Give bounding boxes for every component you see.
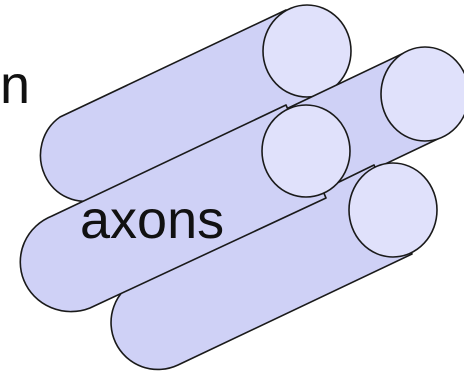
axon-cylinder-bottom (110, 162, 438, 371)
axon-cylinder-body (19, 104, 327, 313)
axon-cylinder-back-top (39, 4, 352, 202)
axons-label: axons (80, 190, 224, 250)
axon-cylinder-end (262, 4, 352, 98)
partial-label: n (0, 55, 30, 115)
axon-cylinder-end (348, 162, 438, 258)
axon-cylinder-end (261, 104, 351, 198)
axon-cylinder-middle (19, 104, 351, 313)
axon-cylinder-end (380, 46, 464, 142)
